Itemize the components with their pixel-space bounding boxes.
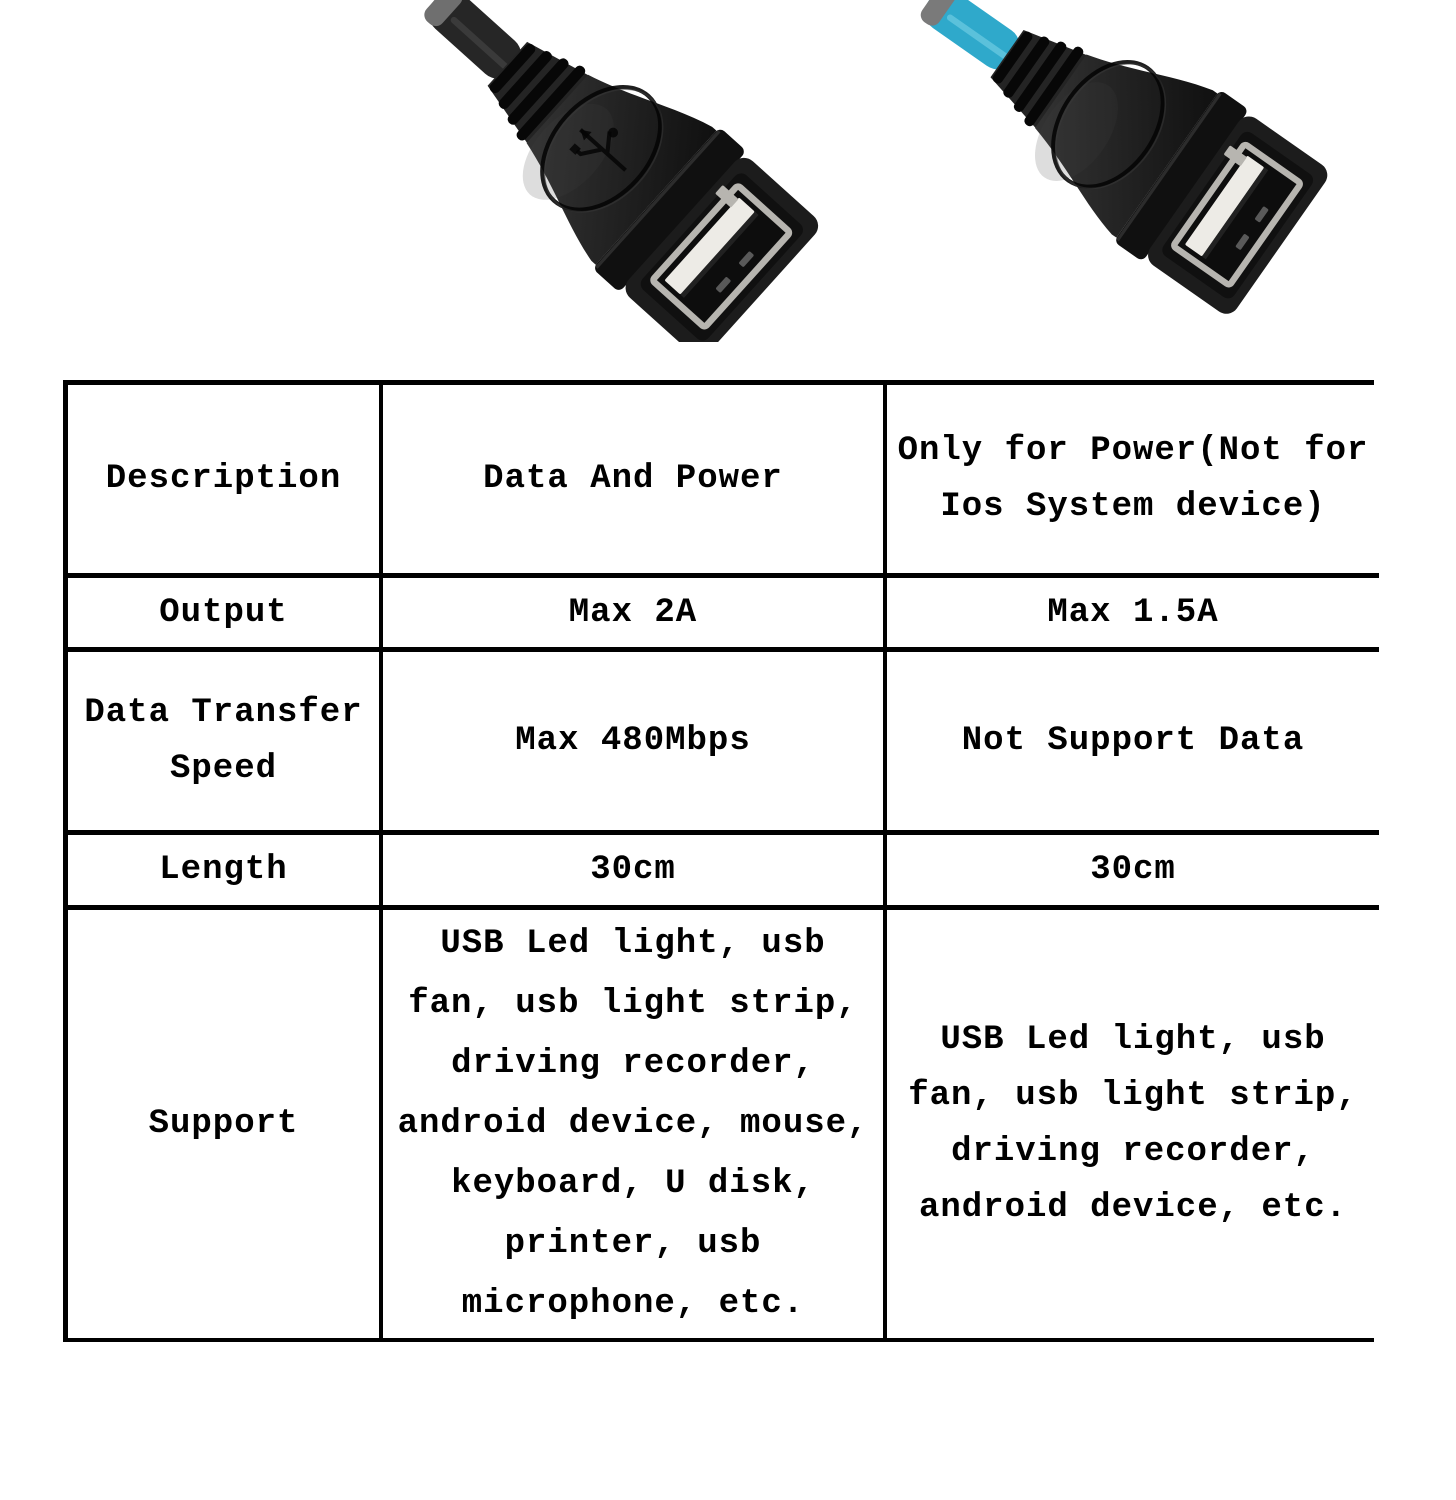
spec-value-power-only: USB Led light, usb fan, usb light strip,… xyxy=(887,910,1379,1338)
spec-table: Description Data And Power Only for Powe… xyxy=(63,380,1379,1342)
spec-value-power-only: Only for Power(Not for Ios System device… xyxy=(887,385,1379,578)
spec-row-label: Data Transfer Speed xyxy=(68,652,383,835)
spec-value-data-power: Max 2A xyxy=(383,578,887,652)
spec-value-power-only: 30cm xyxy=(887,835,1379,910)
spec-value-power-only: Max 1.5A xyxy=(887,578,1379,652)
spec-row-label: Description xyxy=(68,385,383,578)
spec-row-label: Output xyxy=(68,578,383,652)
usb-connector-photo-black-cable xyxy=(424,0,819,342)
spec-value-data-power: Max 480Mbps xyxy=(383,652,887,835)
spec-row-label: Length xyxy=(68,835,383,910)
spec-value-data-power: 30cm xyxy=(383,835,887,910)
spec-value-power-only: Not Support Data xyxy=(887,652,1379,835)
spec-value-data-power: Data And Power xyxy=(383,385,887,578)
spec-value-data-power: USB Led light, usb fan, usb light strip,… xyxy=(383,910,887,1338)
spec-row-label: Support xyxy=(68,910,383,1338)
usb-connector-photo-blue-cable xyxy=(920,0,1328,314)
